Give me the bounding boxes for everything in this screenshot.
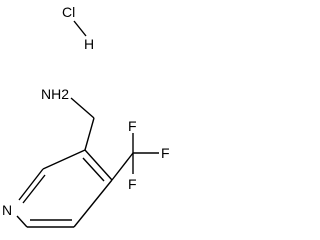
aminomethyl-group: NH2 [41,86,95,151]
fluorine-1-label: F [128,118,137,134]
ring-bond-c4-c5 [73,179,113,228]
ring-bond-c3-c4-inner [82,157,105,182]
ring-bond-n-c2-inner [22,174,46,204]
ring-cf3-bond [111,152,134,181]
ring-bond-c3-c4 [84,149,113,181]
hcl-salt: Cl H [62,4,94,52]
h-cl-bond [73,20,87,37]
amine-label: NH2 [41,86,69,102]
n-ch2-bond [70,97,95,119]
chlorine-atom-label: Cl [62,4,75,20]
fluorine-2-label: F [161,145,170,161]
ch2-ring-bond [84,117,95,151]
fluorine-3-label: F [128,176,137,192]
pyridine-ring: N [2,149,113,228]
ring-bond-c2-c3 [42,149,86,170]
ring-bond-n-c2 [18,168,44,201]
trifluoromethyl-group: F F F [111,118,170,192]
ring-nitrogen-label: N [2,202,12,218]
chemical-structure-diagram: Cl H NH2 N F F F [2,4,170,228]
ring-bond-c6-n [16,215,28,228]
hydrogen-atom-label: H [84,36,94,52]
